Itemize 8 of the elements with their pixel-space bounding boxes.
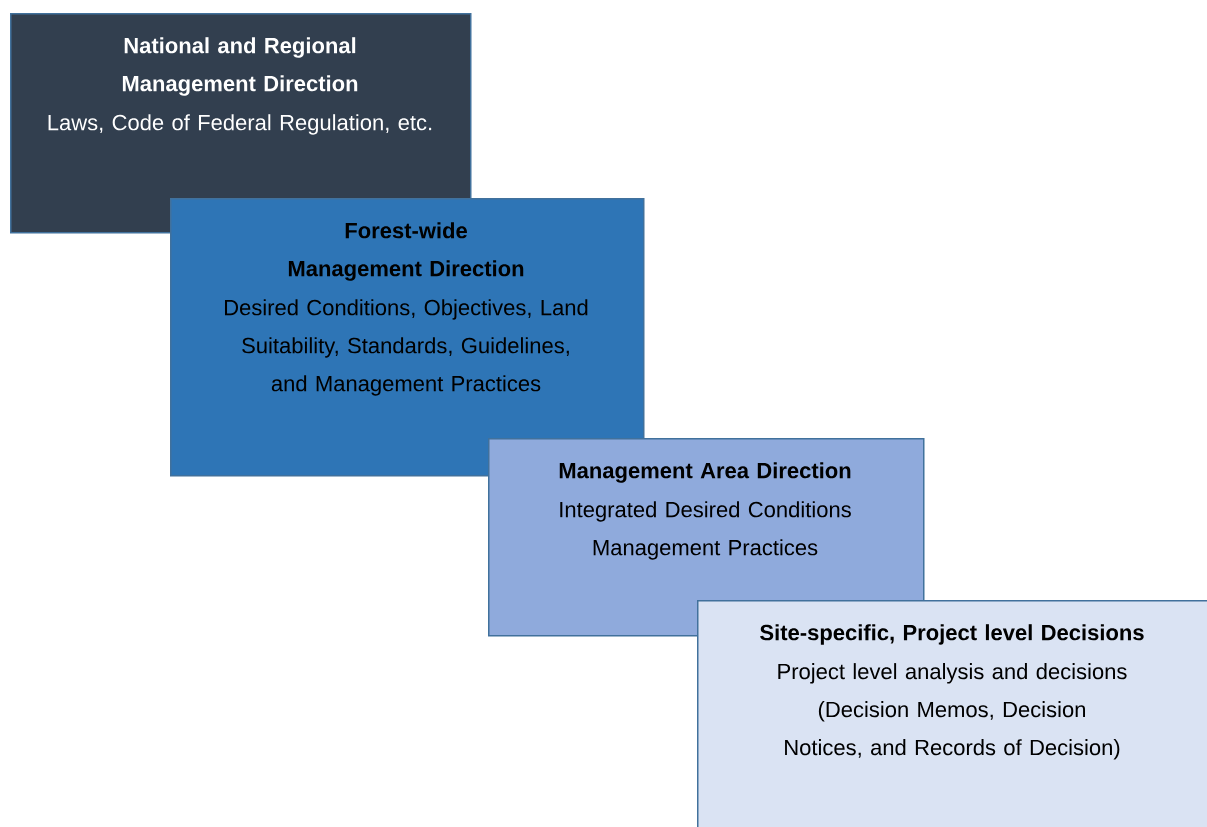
box-heading: Forest-wide Management Direction — [288, 222, 524, 281]
box-heading: Management Area Direction — [559, 462, 851, 483]
box-text: Laws, Code of Federal Regulation, etc. — [48, 114, 432, 135]
box-heading: Site-specific, Project level Decisions — [760, 624, 1144, 645]
box-text: Desired Conditions, Objectives, Land Suitability, Standards, Guidelines, and Management Practices — [225, 299, 588, 396]
box-heading: National and Regional Management Direction — [122, 37, 358, 96]
box-text: Integrated Desired Conditions Management Practices — [560, 501, 851, 560]
box-text: Project level analysis and decisions (Decision Memos, Decision Notices, and Records of Decision) — [778, 663, 1127, 760]
